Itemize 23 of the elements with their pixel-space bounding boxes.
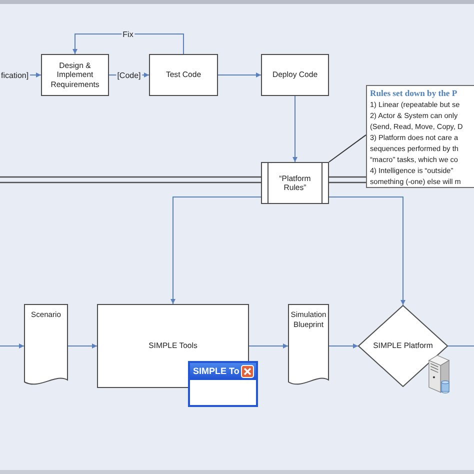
process-box	[41, 54, 109, 96]
note-box	[366, 85, 474, 188]
arrow	[248, 344, 288, 348]
arrow	[68, 344, 98, 348]
arrow	[72, 34, 184, 54]
arrow	[328, 196, 406, 306]
decision-diamond	[358, 305, 448, 387]
process-box	[261, 54, 329, 96]
edge-label: fication]	[0, 70, 30, 80]
edge-label: Fix	[122, 30, 134, 38]
process-box	[149, 54, 218, 96]
arrow	[170, 196, 262, 304]
arrow	[328, 344, 358, 348]
note-title: Rules set down by the P	[370, 87, 458, 99]
edge-label: [Code]	[116, 70, 142, 80]
arrow	[292, 96, 298, 162]
leader-line	[328, 134, 366, 162]
arrow	[28, 72, 42, 78]
predefined-process-box	[261, 162, 329, 204]
dialog-window	[188, 361, 258, 407]
arrow	[0, 344, 24, 348]
arrow	[218, 72, 262, 78]
window-title: SIMPLE To	[193, 366, 240, 376]
